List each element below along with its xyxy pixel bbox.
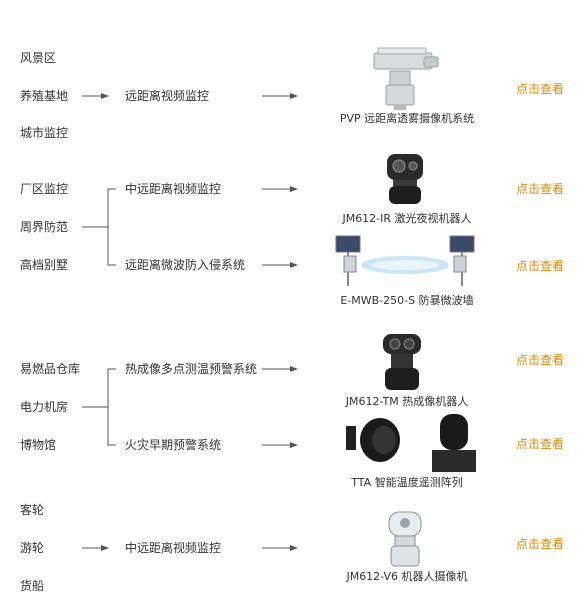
- temperature-array-icon: [346, 414, 476, 472]
- bracket: [107, 188, 116, 266]
- scene-label: 养殖基地: [20, 89, 69, 103]
- bracket: [107, 368, 116, 446]
- microwave-wall-icon: [335, 235, 475, 286]
- system-label: 中远距离视频监控: [125, 182, 222, 196]
- view-details-link[interactable]: 点击查看: [516, 182, 565, 196]
- product-caption: E-MWB-250-S 防暴微波墙: [340, 294, 474, 307]
- scene-label: 高档别墅: [20, 258, 69, 272]
- product-caption: JM612-IR 激光夜视机器人: [342, 212, 472, 225]
- system-label: 远距离微波防入侵系统: [125, 258, 246, 272]
- scene-label: 游轮: [20, 541, 45, 555]
- view-details-link[interactable]: 点击查看: [516, 259, 565, 273]
- view-details-link[interactable]: 点击查看: [516, 82, 565, 96]
- scene-label: 博物馆: [20, 438, 57, 452]
- robot-camera-icon: [388, 511, 422, 567]
- scene-label: 周界防范: [20, 220, 69, 234]
- product-caption: PVP 远距离透雾摄像机系统: [339, 112, 475, 125]
- scene-label: 电力机房: [20, 400, 69, 414]
- system-label: 火灾早期预警系统: [125, 438, 222, 452]
- scene-label: 风景区: [20, 51, 57, 65]
- scene-label: 客轮: [20, 503, 45, 517]
- system-label: 远距离视频监控: [125, 89, 210, 103]
- laser-night-vision-robot-icon: [387, 154, 423, 204]
- view-details-link[interactable]: 点击查看: [516, 537, 565, 551]
- scene-label: 易燃品仓库: [20, 362, 81, 376]
- product-caption: TTA 智能温度遥测阵列: [351, 476, 463, 489]
- product-caption: JM612-TM 热成像机器人: [345, 395, 469, 408]
- long-range-ptz-camera-icon: [373, 47, 439, 110]
- view-details-link[interactable]: 点击查看: [516, 437, 565, 451]
- thermal-imaging-robot-icon: [383, 334, 421, 390]
- system-label: 中远距离视频监控: [125, 541, 222, 555]
- product-caption: JM612-V6 机器人摄像机: [346, 570, 468, 583]
- view-details-link[interactable]: 点击查看: [516, 353, 565, 367]
- scene-label: 城市监控: [20, 126, 69, 140]
- system-label: 热成像多点测温预警系统: [125, 362, 258, 376]
- scene-label: 货船: [20, 579, 45, 593]
- scene-label: 厂区监控: [20, 182, 69, 196]
